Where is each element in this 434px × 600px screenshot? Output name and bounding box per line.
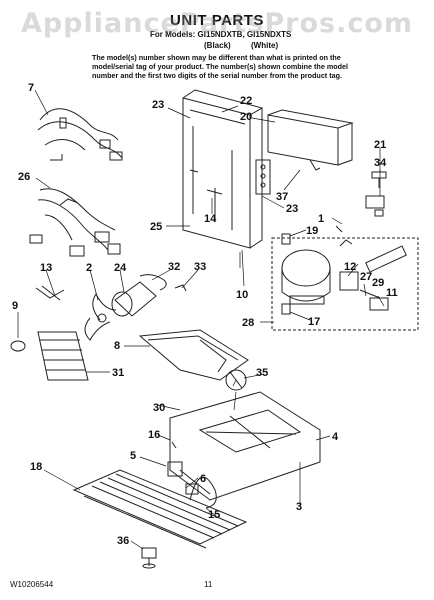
callout-28: 28 (242, 317, 254, 329)
callout-36: 36 (117, 535, 129, 547)
variant-black-label: (Black) (204, 41, 231, 50)
callout-5: 5 (130, 450, 136, 462)
variant-white-label: (White) (251, 41, 279, 50)
callout-20: 20 (240, 111, 252, 123)
callout-17: 17 (308, 316, 320, 328)
callout-14: 14 (204, 213, 217, 225)
callout-10: 10 (236, 289, 248, 301)
callout-37: 37 (276, 191, 288, 203)
page-title: UNIT PARTS (170, 12, 264, 29)
footer-doc-number: W10206544 (10, 580, 54, 589)
callout-26: 26 (18, 171, 30, 183)
callout-29: 29 (372, 277, 384, 289)
leader-lines (17, 89, 385, 550)
callout-27: 27 (360, 271, 372, 283)
callout-25: 25 (150, 221, 162, 233)
callout-21: 21 (374, 139, 386, 151)
condenser-coil (72, 469, 248, 549)
callout-35: 35 (256, 367, 268, 379)
rear-panel-assembly (182, 89, 271, 249)
callout-33: 33 (194, 261, 206, 273)
compressor-assembly (271, 237, 419, 331)
leveling-foot (141, 547, 157, 569)
callout-15: 15 (208, 509, 220, 521)
callout-34: 34 (374, 157, 387, 169)
watermark-text: AppliancePartsPros.com (20, 8, 414, 39)
callout-16: 16 (148, 429, 160, 441)
wire-harness-upper (37, 108, 123, 161)
callout-7: 7 (28, 82, 34, 94)
callout-1: 1 (318, 213, 324, 225)
footer-page-number: 11 (204, 580, 213, 589)
callout-19: 19 (306, 225, 318, 237)
drain-trough (138, 329, 249, 381)
callout-22: 22 (240, 95, 252, 107)
callout-11: 11 (386, 287, 398, 299)
callout-31: 31 (112, 367, 124, 379)
callout-24: 24 (114, 262, 127, 274)
condenser-base-plate (169, 391, 321, 501)
callout-12: 12 (344, 261, 356, 273)
heater-parts (167, 441, 217, 509)
fan-shroud-grille (10, 285, 89, 381)
callout-32: 32 (168, 261, 180, 273)
wire-harness-lower (29, 188, 121, 257)
condenser-fan-motor (84, 281, 157, 341)
callout-30: 30 (153, 402, 165, 414)
small-hardware-right (309, 159, 387, 217)
callout-9: 9 (12, 300, 18, 312)
callout-13: 13 (40, 262, 52, 274)
callout-23-mid: 23 (286, 203, 298, 215)
callout-3: 3 (296, 501, 302, 513)
models-line: For Models: GI15NDXTB, GI15NDXTS (150, 30, 292, 39)
callout-6: 6 (200, 473, 206, 485)
model-note: The model(s) number shown may be differe… (92, 53, 348, 80)
callout-18: 18 (30, 461, 42, 473)
callout-4: 4 (332, 431, 339, 443)
valve-and-hardware (281, 225, 343, 315)
callout-8: 8 (114, 340, 120, 352)
top-bracket (267, 109, 354, 166)
callout-23-top: 23 (152, 99, 164, 111)
duct-parts (139, 274, 187, 292)
callout-2: 2 (86, 262, 92, 274)
